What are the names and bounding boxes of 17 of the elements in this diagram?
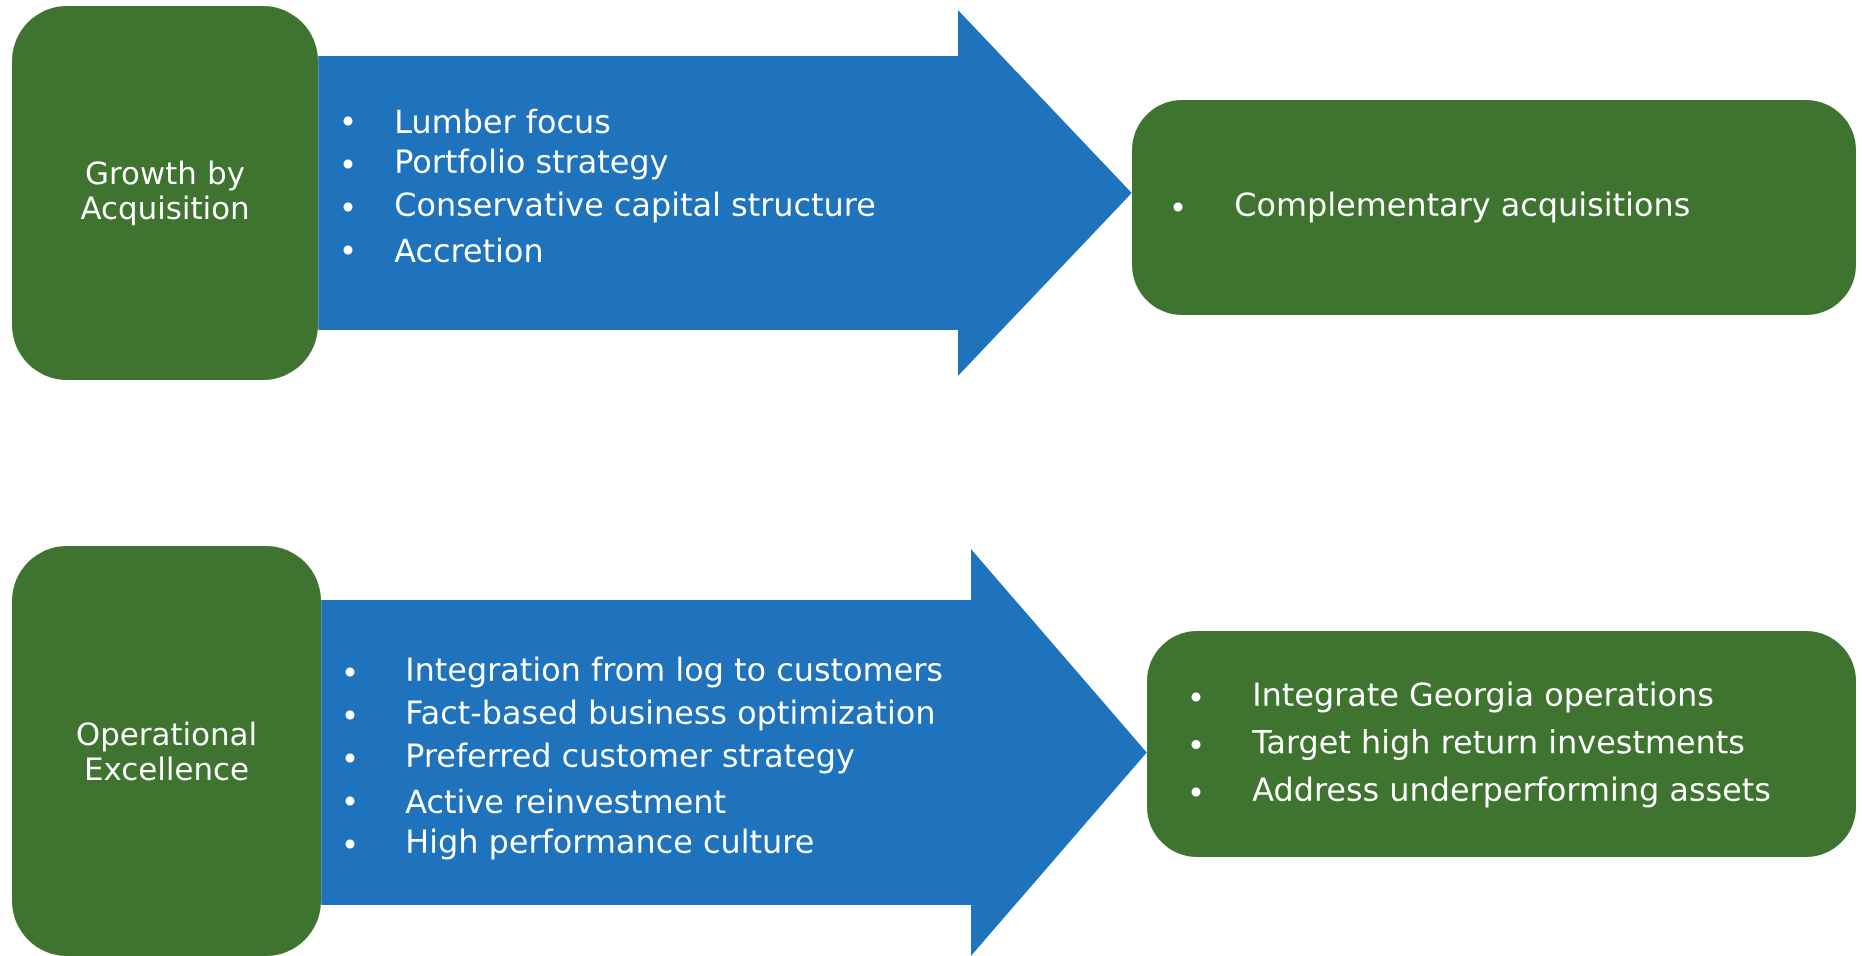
block-arrow [318,10,1132,376]
title-box: Operational Excellence [12,546,321,956]
result-box: Integrate Georgia operations Target high return investments Address underperforming assets [1147,631,1857,857]
node-label: Lumber focus [397,108,610,134]
node-label: Conservative capital structure [396,191,875,223]
node-label: Preferred customer strategy [408,742,854,774]
result-box: Complementary acquisitions [1132,100,1857,315]
node-label: Portfolio strategy [397,148,668,180]
bullet-list: Integration from log to customers Fact-based business optimization Preferred customer strategy Active reinvestment High performance culture [345,656,942,860]
node-label: Active reinvestment [405,788,726,814]
block-arrow [321,549,1147,956]
node-label: Integration from log to customers [408,656,942,688]
bullet-list: Lumber focus Portfolio strategy Conservative capital structure Accretion [343,108,875,263]
node-label: Fact-based business optimization [408,699,933,731]
node-label: High performance culture [408,828,813,860]
title-box: Growth by Acquisition [12,6,318,380]
node-label: Accretion [394,237,541,263]
